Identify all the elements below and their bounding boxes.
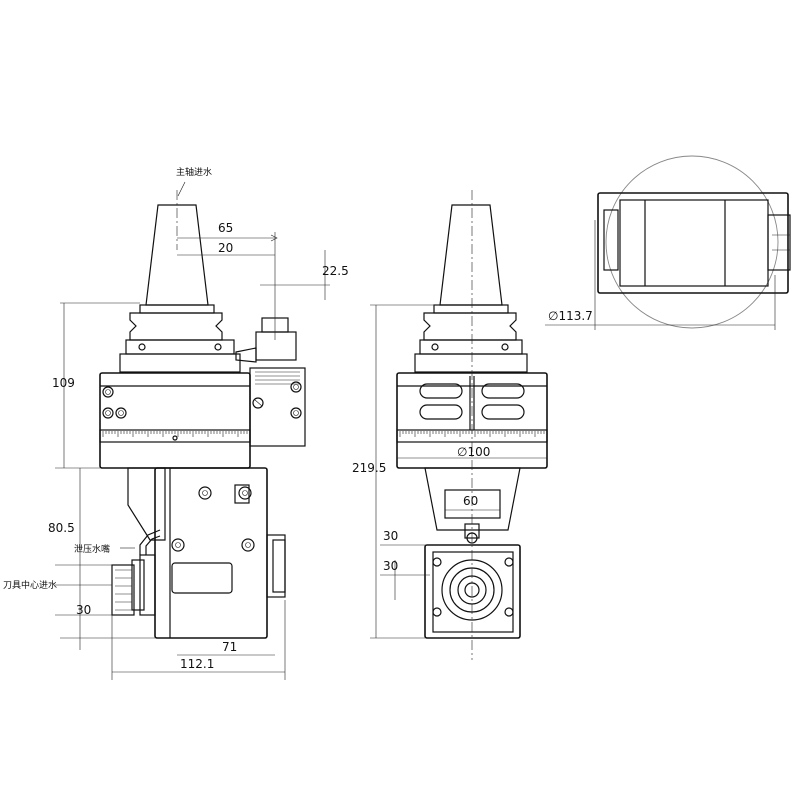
- dim-20: 20: [218, 241, 233, 255]
- dim-71: 71: [222, 640, 237, 654]
- front-flange: [414, 304, 528, 373]
- dim-30-left: 30: [76, 603, 91, 617]
- front-scale-ticks: [399, 431, 545, 437]
- front-taper: [439, 204, 503, 306]
- top-view: [597, 155, 791, 329]
- dim-60: 60: [463, 494, 478, 508]
- dim-109: 109: [52, 376, 75, 390]
- note-pressure-nozzle: 泄压水嘴: [74, 543, 110, 555]
- side-scale-ticks: [102, 431, 248, 437]
- dimension-lines: [55, 181, 776, 680]
- side-upper-body: [99, 372, 251, 469]
- dim-80-5: 80.5: [48, 521, 75, 535]
- dim-219-5: 219.5: [352, 461, 386, 475]
- dim-30-b: 30: [383, 559, 398, 573]
- side-view: [99, 190, 306, 639]
- side-lower-body: [111, 467, 286, 639]
- dim-22-5: 22.5: [322, 264, 349, 278]
- note-spindle-coolant: 主轴进水: [176, 166, 212, 178]
- dim-100: ∅100: [457, 445, 490, 459]
- dim-65: 65: [218, 221, 233, 235]
- dim-30-a: 30: [383, 529, 398, 543]
- dim-113-7: ∅113.7: [548, 309, 593, 323]
- front-view: [396, 190, 548, 660]
- side-coolant-block: [235, 317, 306, 447]
- note-tool-center-coolant: 刀具中心进水: [3, 579, 57, 591]
- side-flange: [119, 304, 241, 373]
- dim-112-1: 112.1: [180, 657, 214, 671]
